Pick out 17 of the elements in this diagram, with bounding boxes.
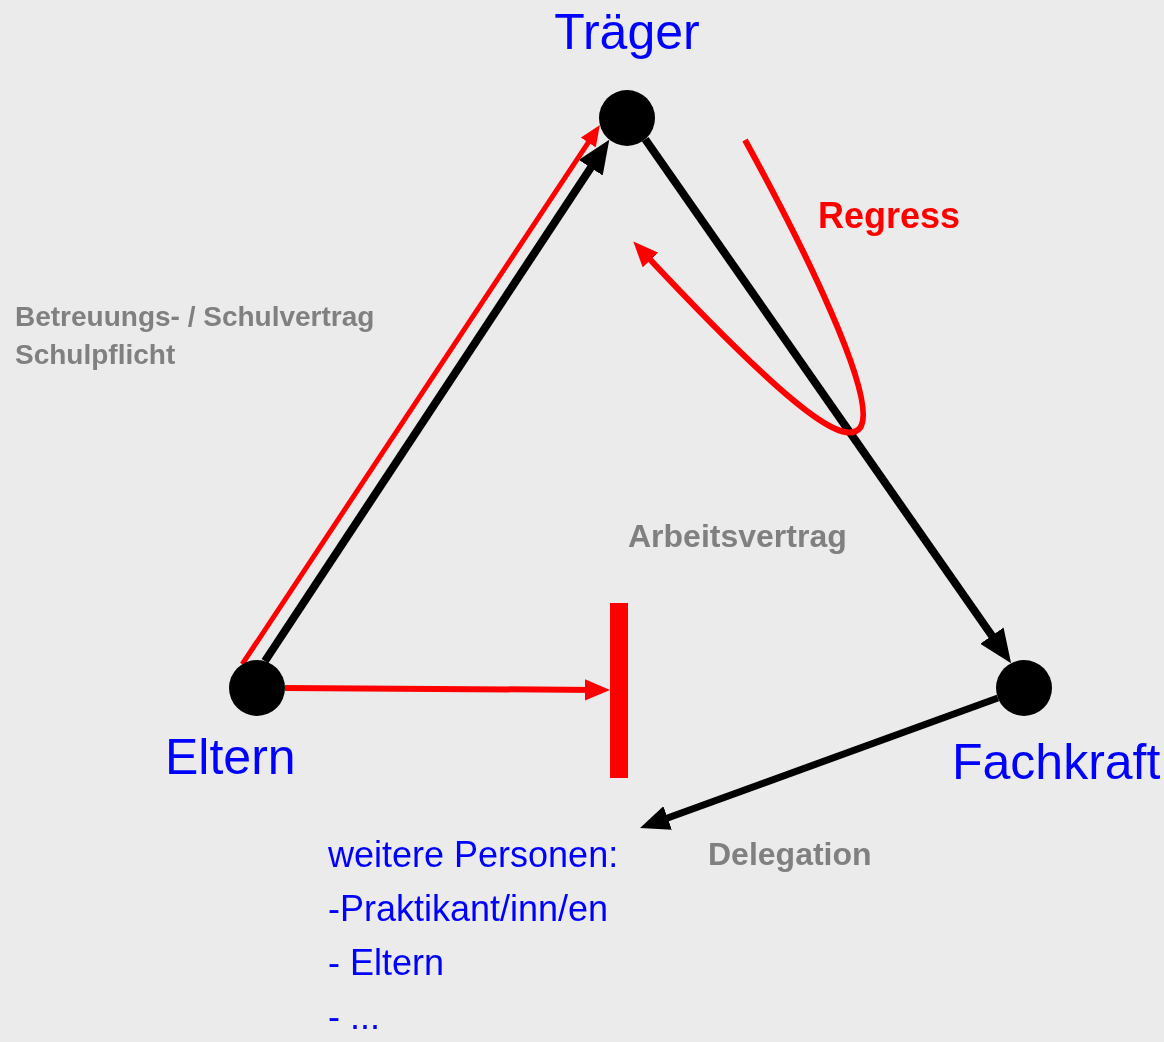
list-item: -Praktikant/inn/en bbox=[328, 887, 610, 931]
node-label: Fachkraft bbox=[952, 735, 1161, 790]
list-item: - ... bbox=[328, 995, 381, 1039]
arrow bbox=[285, 679, 608, 701]
list-item: weitere Personen: bbox=[328, 833, 620, 877]
annotation-text: Schulpflicht bbox=[15, 338, 176, 372]
edge-label: Arbeitsvertrag bbox=[628, 518, 847, 555]
list-item: - Eltern bbox=[328, 941, 446, 985]
annotation-text: Betreuungs- / Schulvertrag bbox=[15, 300, 375, 334]
arrow bbox=[641, 136, 1010, 661]
arrow bbox=[634, 138, 866, 436]
blocking-bar bbox=[610, 603, 628, 778]
node-label: Träger bbox=[553, 5, 701, 60]
edge-label: Regress bbox=[818, 195, 961, 237]
edge-label: Delegation bbox=[708, 836, 872, 873]
node-label: Eltern bbox=[165, 730, 296, 785]
arrow bbox=[642, 694, 1000, 831]
